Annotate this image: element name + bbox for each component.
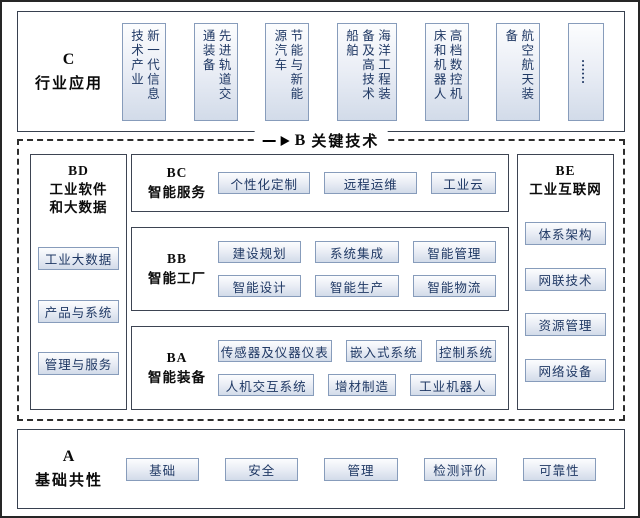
node-human-machine-interaction: 人机交互系统 (218, 374, 315, 396)
node-personalized-customization: 个性化定制 (218, 172, 311, 194)
node-control-systems: 控制系统 (435, 340, 496, 362)
industry-item-aerospace: 航空航天装备 (496, 22, 541, 121)
node-network-equipment: 网络设备 (525, 359, 606, 383)
section-a-id: A (62, 448, 76, 465)
panel-ba-row-1: 传感器及仪器仪表 嵌入式系统 控制系统 (218, 340, 496, 362)
panel-be-items: 体系架构 网联技术 资源管理 网络设备 (518, 199, 613, 409)
panel-be-id: BE (555, 163, 576, 178)
panel-bc-rows: 个性化定制 远程运维 工业云 (218, 172, 496, 194)
panel-be-title: 工业互联网 (529, 182, 602, 197)
node-industrial-bigdata: 工业大数据 (38, 246, 119, 270)
panel-bd-id: BD (68, 163, 89, 178)
panel-bd-title: 工业软件和大数据 (49, 182, 108, 215)
node-sensors-instruments: 传感器及仪器仪表 (218, 340, 332, 362)
section-c-id: C (62, 50, 76, 68)
section-foundational-commonality: A 基础共性 基础 安全 管理 检测评价 可靠性 (17, 429, 625, 509)
panel-bd-header: BD 工业软件和大数据 (31, 155, 126, 217)
node-management-services: 管理与服务 (38, 352, 119, 376)
section-b-id: B (294, 131, 307, 149)
panel-ba-title: 智能装备 (148, 370, 206, 385)
industry-item-cnc-robots: 高档数控机床和机器人 (424, 22, 469, 121)
panel-bc-row: 个性化定制 远程运维 工业云 (218, 172, 496, 194)
industry-item-rail-transit: 先进轨道交通装备 (193, 22, 238, 121)
industry-items: 新一代信息技术产业 先进轨道交通装备 节能与新能源汽车 海洋工程装备及高技术船舶… (120, 12, 624, 131)
panel-bb-header: BB 智能工厂 (136, 251, 218, 287)
node-management: 管理 (324, 457, 398, 481)
node-products-systems: 产品与系统 (38, 299, 119, 323)
node-construction-planning: 建设规划 (218, 241, 302, 263)
node-embedded-systems: 嵌入式系统 (345, 340, 422, 362)
center-panels-column: BC 智能服务 个性化定制 远程运维 工业云 BB 智能工厂 (131, 154, 509, 410)
industry-item-ocean-engineering-ships: 海洋工程装备及高技术船舶 (336, 22, 397, 121)
section-c-title: 行业应用 (34, 75, 103, 92)
panel-bb-title: 智能工厂 (148, 271, 206, 286)
panel-ba-id: BA (166, 350, 188, 365)
node-intelligent-logistics: 智能物流 (412, 275, 496, 297)
node-resource-management: 资源管理 (525, 313, 606, 337)
industry-item-next-gen-it: 新一代信息技术产业 (122, 22, 166, 121)
node-network-technology: 网联技术 (525, 267, 606, 291)
node-intelligent-management: 智能管理 (412, 241, 496, 263)
section-c-label: C 行业应用 (18, 12, 120, 131)
industry-item-ellipsis: …… (567, 22, 604, 121)
section-b-label: B 关键技术 (254, 129, 388, 152)
section-a-title: 基础共性 (34, 473, 103, 489)
node-security: 安全 (225, 457, 299, 481)
right-arrow-head-icon (280, 135, 290, 146)
panel-bb-row-2: 智能设计 智能生产 智能物流 (218, 275, 496, 297)
panel-bb-rows: 建设规划 系统集成 智能管理 智能设计 智能生产 智能物流 (218, 241, 496, 297)
section-b-title: 关键技术 (311, 134, 380, 150)
panel-intelligent-services: BC 智能服务 个性化定制 远程运维 工业云 (131, 154, 509, 212)
foundation-items: 基础 安全 管理 检测评价 可靠性 (120, 430, 624, 508)
panel-ba-header: BA 智能装备 (136, 350, 218, 386)
panel-bb-row-1: 建设规划 系统集成 智能管理 (218, 241, 496, 263)
panel-bb-id: BB (166, 251, 187, 266)
panel-be-header: BE 工业互联网 (518, 155, 613, 199)
node-architecture: 体系架构 (525, 221, 606, 245)
node-industrial-cloud: 工业云 (430, 172, 496, 194)
panel-bc-id: BC (166, 165, 188, 180)
industry-item-new-energy-vehicles: 节能与新能源汽车 (265, 22, 310, 121)
panel-bc-title: 智能服务 (148, 185, 206, 200)
node-reliability: 可靠性 (522, 457, 597, 481)
panel-intelligent-factory: BB 智能工厂 建设规划 系统集成 智能管理 智能设计 智能生产 智能物流 (131, 227, 509, 311)
panel-intelligent-equipment: BA 智能装备 传感器及仪器仪表 嵌入式系统 控制系统 人机交互系统 增材制造 … (131, 326, 509, 410)
section-industry-applications: C 行业应用 新一代信息技术产业 先进轨道交通装备 节能与新能源汽车 海洋工程装… (17, 11, 625, 132)
panel-bd-items: 工业大数据 产品与系统 管理与服务 (31, 217, 126, 409)
node-additive-manufacturing: 增材制造 (328, 374, 396, 396)
section-key-technologies: B 关键技术 BD 工业软件和大数据 工业大数据 产品与系统 管理与服务 BC … (17, 129, 625, 421)
node-industrial-robots: 工业机器人 (409, 374, 496, 396)
panel-ba-row-2: 人机交互系统 增材制造 工业机器人 (218, 374, 496, 396)
right-arrow-icon (262, 139, 276, 142)
panel-ba-rows: 传感器及仪器仪表 嵌入式系统 控制系统 人机交互系统 增材制造 工业机器人 (218, 340, 496, 396)
node-remote-operation: 远程运维 (324, 172, 417, 194)
panel-industrial-software-bigdata: BD 工业软件和大数据 工业大数据 产品与系统 管理与服务 (30, 154, 127, 410)
panel-bc-header: BC 智能服务 (136, 165, 218, 201)
panel-industrial-internet: BE 工业互联网 体系架构 网联技术 资源管理 网络设备 (517, 154, 614, 410)
node-intelligent-design: 智能设计 (218, 275, 302, 297)
node-testing-evaluation: 检测评价 (423, 457, 497, 481)
node-foundation: 基础 (126, 457, 200, 481)
section-a-label: A 基础共性 (18, 430, 120, 508)
node-intelligent-production: 智能生产 (315, 275, 399, 297)
node-system-integration: 系统集成 (315, 241, 399, 263)
